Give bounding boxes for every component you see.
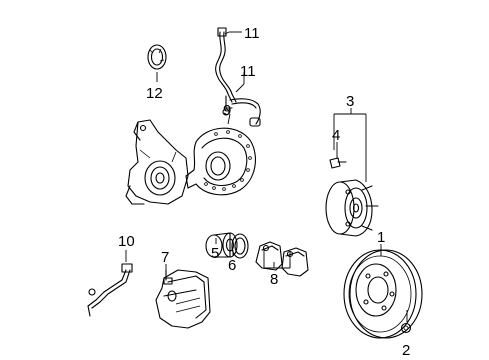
leader-lines <box>125 31 408 322</box>
callout-5: 5 <box>211 245 219 262</box>
callout-2: 2 <box>402 342 410 359</box>
brake-hose <box>87 263 133 317</box>
brake-caliper <box>155 269 211 329</box>
brake-rotor <box>343 249 423 339</box>
steering-knuckle <box>125 119 189 205</box>
callout-9: 9 <box>223 102 231 119</box>
callout-8: 8 <box>270 271 278 288</box>
callout-12: 12 <box>146 85 163 102</box>
seal-ring <box>147 44 167 70</box>
callouts: 11 11 12 9 3 4 1 2 5 6 10 7 8 <box>118 25 410 359</box>
callout-7: 7 <box>161 249 169 266</box>
callout-4: 4 <box>332 127 340 144</box>
callout-3: 3 <box>346 93 354 110</box>
callout-6: 6 <box>228 257 236 274</box>
callout-11-top: 11 <box>244 25 260 42</box>
rotor-screw <box>400 322 412 334</box>
piston-seal <box>231 233 249 259</box>
abs-sensor-wire <box>215 27 261 127</box>
callout-1: 1 <box>377 229 385 246</box>
callout-11-lower: 11 <box>240 63 256 80</box>
hub-bolt <box>329 157 347 169</box>
hub-bearing <box>325 179 379 237</box>
dust-shield <box>185 127 256 196</box>
caliper-piston <box>205 232 238 258</box>
callout-10: 10 <box>118 233 135 250</box>
brake-pads <box>255 241 309 277</box>
